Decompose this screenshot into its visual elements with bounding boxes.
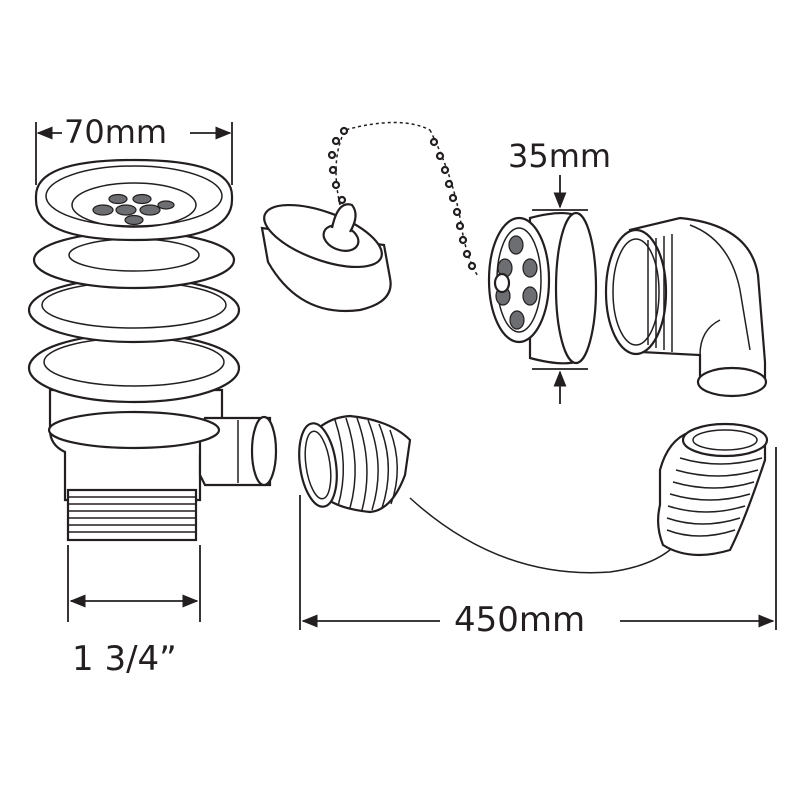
thread-size-label: 1 3/4”: [72, 639, 177, 679]
hose-length-label: 450mm: [454, 600, 586, 640]
bath-plug: [260, 203, 392, 313]
flange-width-label: 70mm: [64, 113, 168, 151]
bead-chain: [327, 121, 479, 277]
hose-ribs-right: [666, 457, 763, 537]
overflow-depth-label: 35mm: [508, 137, 612, 175]
overflow-slots: [493, 235, 538, 330]
overflow-elbow: [604, 216, 768, 398]
flange-width-dimension: [35, 122, 233, 185]
elbow-thread: [647, 234, 673, 352]
chain-beads: [327, 126, 477, 271]
flexible-hose: [298, 414, 769, 574]
thread-ridges: [68, 496, 196, 533]
strainer-grate: [92, 193, 175, 226]
waste-body: [27, 158, 278, 542]
thread-size-dimension: [67, 545, 201, 622]
hose-ribs-left: [334, 417, 398, 511]
overflow-head: [487, 175, 598, 404]
hose-length-dimension: [299, 447, 777, 630]
